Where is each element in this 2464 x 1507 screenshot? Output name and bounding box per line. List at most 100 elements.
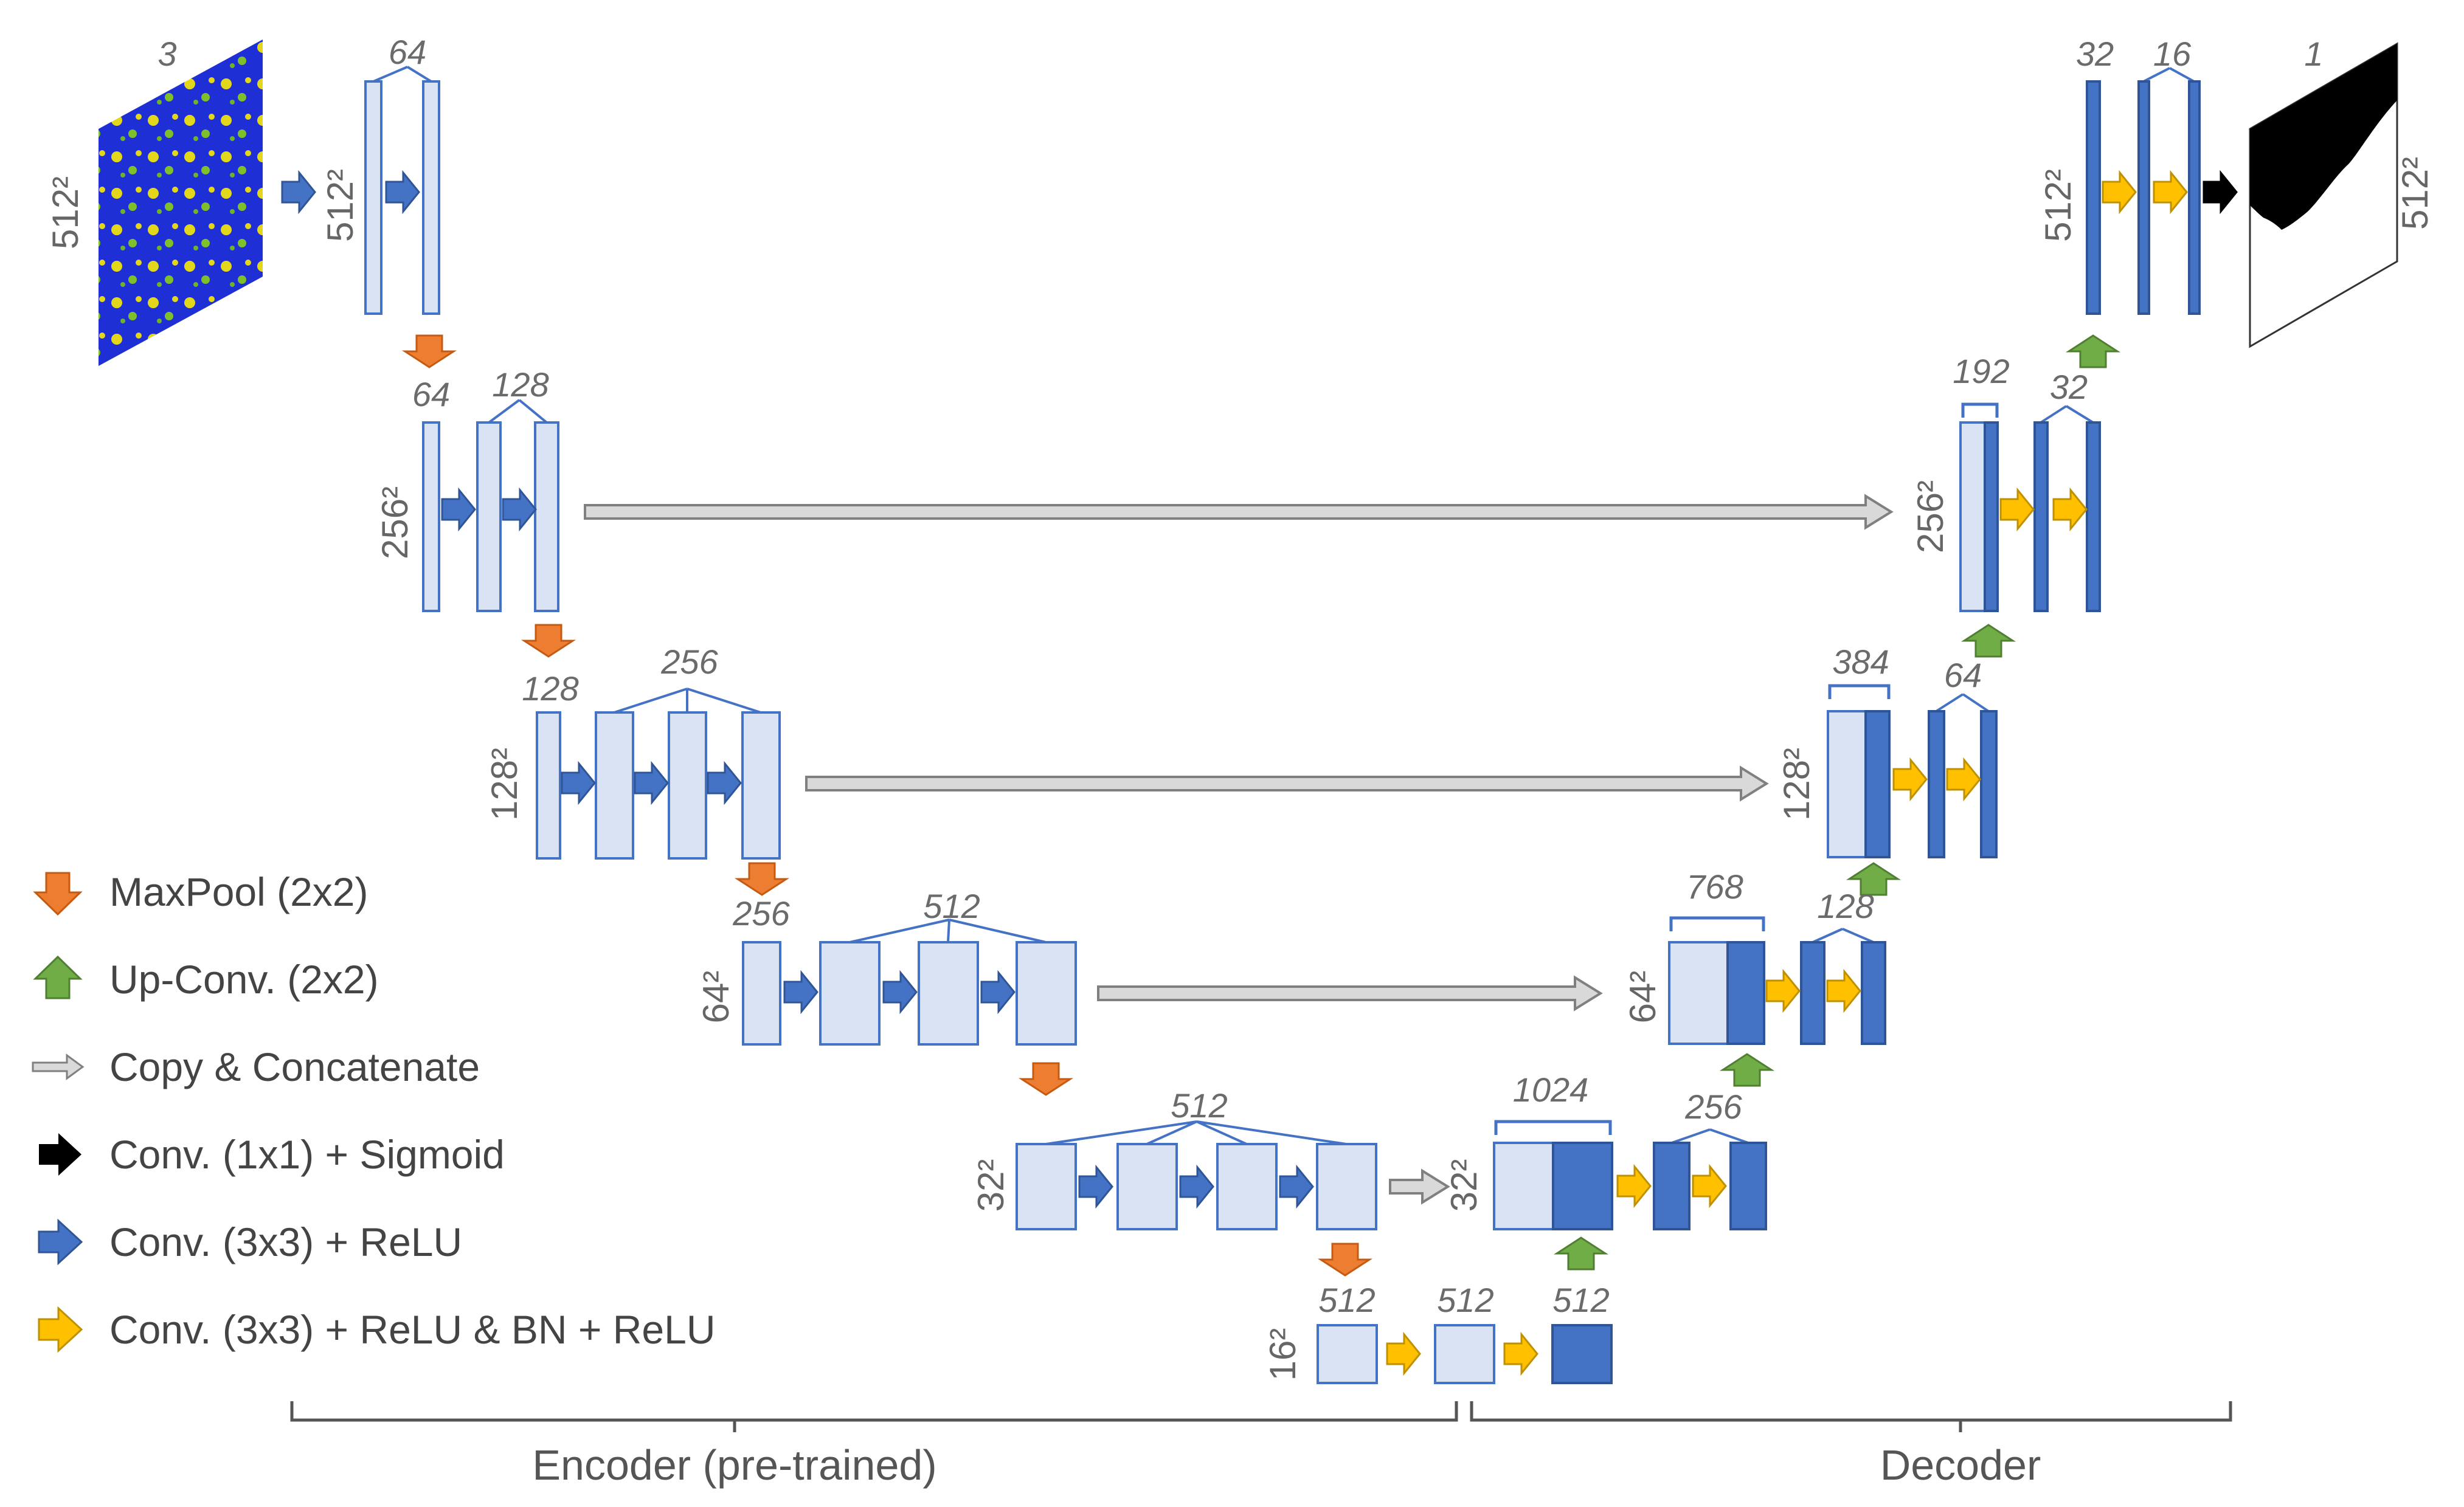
output-size-label: 512²: [2395, 157, 2435, 230]
encoder-channels-label: 256: [732, 894, 790, 933]
decoder-concat-label: 384: [1832, 643, 1889, 681]
legend-label-conv-relu: Conv. (3x3) + ReLU: [109, 1219, 463, 1264]
conv-relu-arrow: [281, 170, 316, 215]
upconv-arrow: [2065, 334, 2121, 368]
bottleneck-channels-label: 512: [1552, 1281, 1609, 1319]
encoder-bracket: [290, 1401, 1458, 1432]
legend-item-conv-relu-bn: Conv. (3x3) + ReLU & BN + ReLU: [30, 1286, 716, 1373]
encoder-block: [595, 711, 634, 860]
conv-relu-arrow: [980, 970, 1016, 1015]
decoder-concat-label: 768: [1686, 867, 1743, 906]
conv-relu-arrow: [502, 487, 537, 532]
conv-relu-bn-arrow: [1946, 757, 1981, 802]
decoder-concat-label: 192: [1953, 352, 2009, 390]
legend-item-conv-relu: Conv. (3x3) + ReLU: [30, 1198, 716, 1286]
upconv-arrow: [1846, 862, 1902, 896]
encoder-size-label: 64²: [696, 971, 736, 1024]
conv-relu-bn-arrow: [1616, 1164, 1652, 1209]
conv-relu-arrow: [783, 970, 818, 1015]
decoder-channels-label: 64: [1944, 656, 1982, 694]
output-channels-label: 1: [2304, 35, 2323, 73]
input-image: [99, 40, 263, 366]
conv-relu-arrow: [1179, 1164, 1214, 1209]
bottleneck-block: [1551, 1324, 1613, 1384]
encoder-block: [741, 711, 781, 860]
encoder-connector: [488, 399, 548, 424]
decoder-block: [1726, 941, 1765, 1045]
decoder-concat-brace: [1669, 916, 1765, 931]
encoder-block: [1216, 1143, 1278, 1230]
decoder-connector: [1935, 693, 1990, 712]
decoder-concat-brace: [1961, 402, 1999, 418]
decoder-label: Decoder: [1880, 1441, 2041, 1489]
encoder-channels-label: 256: [660, 643, 718, 681]
conv-relu-bn-arrow: [1999, 487, 2035, 532]
encoder-block: [742, 941, 781, 1046]
decoder-size-label: 64²: [1622, 971, 1663, 1024]
encoder-block: [1016, 1143, 1077, 1230]
legend-item-maxpool: MaxPool (2x2): [30, 848, 716, 936]
encoder-block: [364, 80, 382, 315]
decoder-block: [1729, 1142, 1767, 1230]
decoder-size-label: 512²: [2038, 169, 2078, 242]
upconv-arrow: [1960, 624, 2016, 658]
decoder-size-label: 128²: [1776, 748, 1817, 821]
decoder-block: [1861, 941, 1886, 1045]
legend-label-copy: Copy & Concatenate: [109, 1044, 480, 1089]
decoder-channels-label: 128: [1817, 887, 1874, 925]
sigmoid-arrow-icon: [39, 1133, 81, 1176]
conv-relu-arrow: [385, 170, 420, 215]
decoder-block: [1984, 421, 1999, 612]
decoder-block: [2137, 80, 2150, 315]
decoder-block: [2033, 421, 2049, 612]
legend-label-upconv: Up-Conv. (2x2): [109, 957, 379, 1002]
encoder-channels-label: 64: [412, 375, 450, 413]
conv-relu-arrow: [707, 760, 742, 805]
copy-concat-arrow: [1097, 975, 1603, 1012]
decoder-block: [1928, 710, 1945, 858]
decoder-concat-block: [1959, 421, 1986, 612]
conv-relu-bn-arrow: [1503, 1331, 1538, 1376]
decoder-bracket: [1470, 1401, 2232, 1432]
conv-relu-arrow: [1078, 1164, 1113, 1209]
encoder-block: [422, 421, 440, 612]
legend: MaxPool (2x2) Up-Conv. (2x2) Copy & Conc…: [30, 848, 716, 1373]
bottleneck-size-label: 16²: [1262, 1328, 1303, 1381]
maxpool-arrow: [1018, 1062, 1074, 1096]
conv-relu-bn-arrow: [1765, 968, 1801, 1013]
encoder-label: Encoder (pre-trained): [532, 1441, 937, 1489]
decoder-block: [1552, 1142, 1613, 1230]
maxpool-arrow: [401, 334, 457, 368]
decoder-connector: [1812, 928, 1874, 943]
conv-relu-arrow: [561, 760, 596, 805]
conv-relu-bn-arrow-icon: [38, 1306, 83, 1353]
encoder-block: [819, 941, 881, 1046]
decoder-channels-label: 16: [2153, 35, 2192, 73]
conv-relu-arrow: [882, 970, 918, 1015]
copy-concat-arrow: [805, 765, 1769, 802]
encoder-connector: [373, 66, 432, 83]
encoder-connector: [614, 688, 761, 714]
encoder-block: [422, 80, 440, 315]
encoder-size-label: 32²: [971, 1159, 1011, 1212]
decoder-block: [1864, 710, 1891, 858]
maxpool-arrow: [1317, 1243, 1373, 1277]
decoder-block: [2188, 80, 2201, 315]
upconv-arrow: [1553, 1236, 1609, 1271]
copy-arrow-icon: [32, 1054, 85, 1080]
decoder-block: [2086, 80, 2101, 315]
conv-relu-bn-arrow: [2102, 170, 2137, 215]
decoder-concat-brace: [1494, 1120, 1612, 1135]
encoder-block: [1016, 941, 1077, 1046]
decoder-concat-block: [1668, 941, 1729, 1045]
legend-label-conv-relu-bn: Conv. (3x3) + ReLU & BN + ReLU: [109, 1307, 716, 1352]
encoder-channels-label: 64: [389, 33, 426, 71]
bottleneck-channels-label: 512: [1437, 1281, 1493, 1319]
encoder-block: [1316, 1143, 1377, 1230]
copy-concat-arrow: [1389, 1168, 1450, 1205]
bottleneck-block: [1317, 1324, 1378, 1384]
legend-item-sigmoid: Conv. (1x1) + Sigmoid: [30, 1111, 716, 1198]
conv-relu-bn-arrow: [1826, 968, 1861, 1013]
